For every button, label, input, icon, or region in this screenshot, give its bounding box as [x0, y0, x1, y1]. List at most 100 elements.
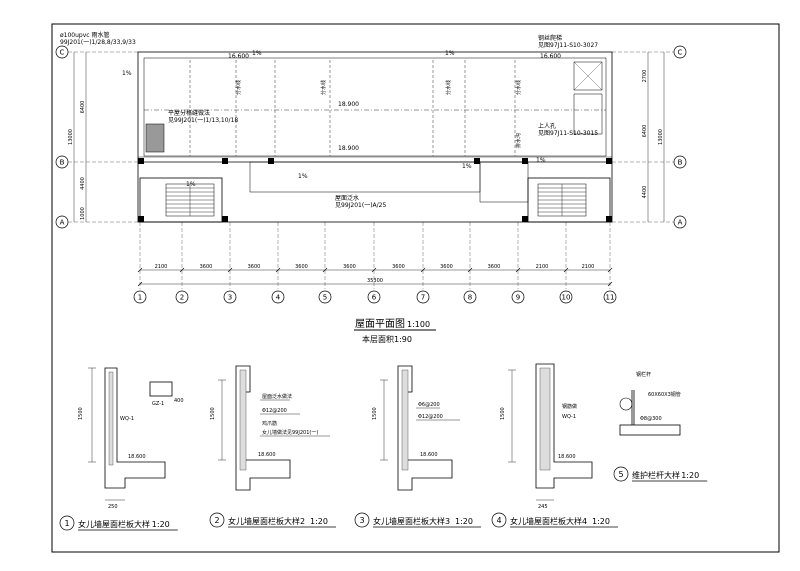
- note-downpipe-ref: 99J201(一)1/28,8/33,9/33: [60, 39, 136, 46]
- axis-number-7: 7: [421, 294, 425, 302]
- bay-dim-2: 3600: [200, 264, 213, 270]
- bay-dim-10: 2100: [582, 264, 595, 270]
- dim-tick-total-l: [137, 281, 143, 287]
- detail-title-3: 女儿墙屋面栏板大样3: [373, 516, 450, 526]
- dim-tick-8: [515, 267, 521, 273]
- detail-number-5: 5: [618, 470, 623, 479]
- d4-width: 245: [538, 504, 548, 510]
- dim-tick-2: [227, 267, 233, 273]
- stair-block-left: [139, 177, 223, 223]
- dim-tick-total-r: [607, 281, 613, 287]
- left-dim-total: 13000: [68, 129, 74, 145]
- ridge-label-1: 分水线: [235, 80, 242, 95]
- bay-dim-9: 2100: [536, 264, 549, 270]
- d1-level: 18.600: [128, 454, 146, 460]
- slope-7: 1%: [186, 181, 196, 188]
- d1-height: 1500: [78, 407, 84, 420]
- d3-note-1: Φ6@200: [418, 402, 440, 408]
- axis-bubble-11: [603, 290, 617, 304]
- d5-note-2: 60X60X3钢管: [648, 391, 681, 398]
- d1-gz: GZ-1: [152, 401, 164, 407]
- detail-number-3: 3: [359, 516, 364, 525]
- roof-plan: [137, 51, 613, 223]
- bay-dim-5: 3600: [343, 264, 356, 270]
- middle-roof: [249, 161, 481, 193]
- detail-2-section: [218, 365, 330, 491]
- axis-number-8: 8: [468, 294, 472, 302]
- parapet-line: [143, 57, 607, 157]
- detail-title-5: 维护栏杆大样: [632, 470, 680, 480]
- dim-tick-1: [179, 267, 185, 273]
- dim-tick-0: [137, 267, 143, 273]
- d4-wq: WQ-1: [562, 414, 576, 420]
- slope-5: 1%: [462, 163, 472, 170]
- dim-tick-4: [322, 267, 328, 273]
- note-grid-joint-ref: 见99J201(一)1/13,10/18: [168, 117, 238, 124]
- sheet-border: [51, 23, 780, 553]
- axis-bubble-1: [133, 290, 147, 304]
- d2-note-3: 鸡爪筋: [262, 420, 277, 427]
- detail-scale-2: 1:20: [310, 517, 328, 526]
- axis-number-6: 6: [372, 294, 377, 302]
- axis-bubble-3: [223, 290, 237, 304]
- left-dim-3: 1000: [80, 207, 86, 220]
- ridge-label-2: 分水线: [320, 80, 327, 95]
- d3-level: 18.600: [420, 452, 438, 458]
- detail-title-1: 女儿墙屋面栏板大样: [78, 519, 150, 529]
- d3-height: 1500: [372, 407, 378, 420]
- detail-scale-5: 1:20: [681, 471, 699, 480]
- note-ladder: 钢丝爬梯: [538, 34, 562, 42]
- d2-note-2: Φ12@200: [262, 408, 287, 414]
- detail-4-section: [508, 363, 593, 501]
- detail-scale-1: 1:20: [152, 520, 170, 529]
- detail-5-section: [619, 390, 681, 436]
- detail-bubble-1: [59, 515, 75, 531]
- d4-note: 钢筋做: [562, 403, 577, 410]
- detail-labels: 18.600 WQ-1 GZ-1 1500 250 400 18.600 屋面泛…: [78, 371, 681, 510]
- detail-title-2: 女儿墙屋面栏板大样2: [228, 516, 305, 526]
- axis-number-9: 9: [516, 294, 520, 302]
- note-flashing-ref: 见99J201(一)A/25: [335, 202, 386, 209]
- axis-bubble-4: [271, 290, 285, 304]
- hatch-left: [145, 123, 165, 153]
- note-flashing: 屋面泛水: [335, 194, 359, 202]
- drain-lines: [189, 60, 516, 156]
- dim-tick-9: [563, 267, 569, 273]
- plan-notes: ø100upvc 雨水管 99J201(一)1/28,8/33,9/33 钢丝爬…: [60, 31, 598, 209]
- axis-letter-A-1: A: [678, 219, 683, 227]
- level-1: 16.600: [228, 53, 249, 60]
- axis-number-10: 10: [562, 294, 571, 302]
- d2-note-4: 女儿墙做法见99J201(一): [262, 429, 318, 436]
- axis-number-4: 4: [276, 294, 281, 302]
- axis-bubble-5: [318, 290, 332, 304]
- d3-note-2: Φ12@200: [418, 414, 443, 420]
- right-dim-2: 6400: [642, 125, 648, 138]
- slope-2: 1%: [252, 50, 262, 57]
- total-dim: 35300: [367, 278, 383, 284]
- note-downpipe: ø100upvc 雨水管: [60, 31, 110, 39]
- right-dim-1: 2700: [642, 70, 648, 83]
- d4-level: 18.600: [558, 454, 576, 460]
- detail-scale-4: 1:20: [592, 517, 610, 526]
- axis-bubble-8: [463, 290, 477, 304]
- bay-dim-4: 3600: [295, 264, 308, 270]
- note-grid-joint: 平屋分格缝做法: [168, 109, 210, 117]
- detail-3-section: [380, 365, 460, 491]
- left-dim-1: 6400: [80, 101, 86, 114]
- axis-number-3: 3: [228, 294, 232, 302]
- d5-note-3: Φ8@300: [640, 416, 662, 422]
- d1-width: 250: [108, 504, 118, 510]
- axis-letter-C-0: C: [60, 49, 65, 57]
- axis-bubble-2: [175, 290, 189, 304]
- d2-height: 1500: [210, 407, 216, 420]
- axis-bubble-9: [511, 290, 525, 304]
- stair-right-treads: [538, 184, 586, 216]
- note-hatch-ref: 见图97J11-S10-3015: [538, 130, 598, 137]
- dim-tick-3: [275, 267, 281, 273]
- note-hatch: 上人孔: [538, 122, 556, 130]
- detail-scale-3: 1:20: [455, 517, 473, 526]
